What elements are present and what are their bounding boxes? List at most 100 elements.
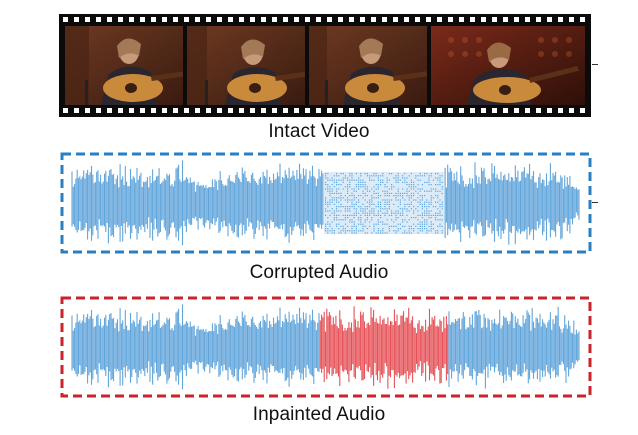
- noise-pixel: [413, 184, 415, 186]
- noise-pixel: [417, 228, 419, 230]
- noise-pixel: [353, 203, 355, 205]
- noise-pixel: [402, 188, 404, 190]
- noise-pixel: [353, 232, 355, 234]
- noise-pixel: [439, 206, 441, 208]
- noise-pixel: [362, 186, 364, 188]
- noise-pixel: [380, 214, 382, 216]
- noise-pixel: [340, 210, 342, 212]
- noise-pixel: [353, 212, 355, 214]
- sprocket-hole: [217, 108, 222, 113]
- sprocket-hole: [503, 17, 508, 22]
- noise-pixel: [402, 197, 404, 199]
- noise-pixel: [426, 190, 428, 192]
- noise-pixel: [419, 225, 421, 227]
- noise-pixel: [421, 221, 423, 223]
- noise-pixel: [395, 192, 397, 194]
- sprocket-hole: [129, 17, 134, 22]
- noise-pixel: [355, 190, 357, 192]
- noise-pixel: [417, 188, 419, 190]
- sprocket-hole: [514, 17, 519, 22]
- noise-pixel: [325, 214, 327, 216]
- noise-pixel: [393, 203, 395, 205]
- sprocket-hole: [448, 17, 453, 22]
- noise-pixel: [406, 195, 408, 197]
- noise-pixel: [344, 186, 346, 188]
- noise-pixel: [386, 201, 388, 203]
- noise-pixel: [393, 195, 395, 197]
- noise-pixel: [432, 188, 434, 190]
- noise-pixel: [393, 221, 395, 223]
- noise-pixel: [369, 212, 371, 214]
- noise-pixel: [441, 188, 443, 190]
- noise-pixel: [333, 210, 335, 212]
- noise-pixel: [386, 186, 388, 188]
- film-sprockets-top: [59, 17, 591, 23]
- noise-pixel: [386, 219, 388, 221]
- sprocket-hole: [492, 17, 497, 22]
- noise-pixel: [384, 201, 386, 203]
- noise-pixel: [404, 192, 406, 194]
- noise-pixel: [329, 210, 331, 212]
- sprocket-hole: [547, 108, 552, 113]
- sprocket-hole: [536, 108, 541, 113]
- noise-pixel: [347, 214, 349, 216]
- noise-pixel: [340, 225, 342, 227]
- noise-pixel: [380, 201, 382, 203]
- noise-pixel: [375, 175, 377, 177]
- noise-pixel: [408, 186, 410, 188]
- noise-pixel: [349, 184, 351, 186]
- noise-pixel: [371, 232, 373, 234]
- noise-pixel: [371, 217, 373, 219]
- noise-pixel: [388, 173, 390, 175]
- noise-pixel: [377, 197, 379, 199]
- noise-pixel: [437, 195, 439, 197]
- noise-pixel: [441, 208, 443, 210]
- noise-pixel: [377, 210, 379, 212]
- noise-pixel: [353, 217, 355, 219]
- noise-pixel: [353, 197, 355, 199]
- noise-pixel: [395, 225, 397, 227]
- corrupted-audio-box: [60, 152, 592, 254]
- noise-pixel: [377, 184, 379, 186]
- noise-pixel: [342, 177, 344, 179]
- noise-pixel: [402, 177, 404, 179]
- noise-pixel: [424, 175, 426, 177]
- noise-pixel: [347, 188, 349, 190]
- noise-pixel: [338, 201, 340, 203]
- noise-pixel: [375, 206, 377, 208]
- noise-pixel: [358, 212, 360, 214]
- noise-pixel: [336, 197, 338, 199]
- noise-pixel: [358, 195, 360, 197]
- sprocket-hole: [360, 17, 365, 22]
- noise-pixel: [419, 195, 421, 197]
- noise-pixel: [327, 217, 329, 219]
- noise-pixel: [399, 179, 401, 181]
- noise-pixel: [336, 184, 338, 186]
- noise-pixel: [391, 225, 393, 227]
- noise-pixel: [421, 195, 423, 197]
- noise-pixel: [325, 201, 327, 203]
- sprocket-hole: [96, 108, 101, 113]
- dashed-border: [60, 296, 592, 398]
- noise-pixel: [424, 190, 426, 192]
- noise-pixel: [349, 173, 351, 175]
- noise-pixel: [417, 184, 419, 186]
- noise-pixel: [413, 212, 415, 214]
- noise-pixel: [386, 179, 388, 181]
- noise-pixel: [415, 225, 417, 227]
- noise-pixel: [410, 232, 412, 234]
- noise-pixel: [402, 225, 404, 227]
- noise-pixel: [399, 192, 401, 194]
- noise-pixel: [349, 210, 351, 212]
- noise-pixel: [338, 192, 340, 194]
- noise-pixel: [369, 201, 371, 203]
- noise-pixel: [369, 225, 371, 227]
- noise-pixel: [358, 188, 360, 190]
- noise-pixel: [432, 197, 434, 199]
- noise-pixel: [419, 173, 421, 175]
- noise-pixel: [419, 188, 421, 190]
- noise-pixel: [360, 179, 362, 181]
- noise-pixel: [382, 212, 384, 214]
- noise-pixel: [439, 212, 441, 214]
- sprocket-hole: [415, 108, 420, 113]
